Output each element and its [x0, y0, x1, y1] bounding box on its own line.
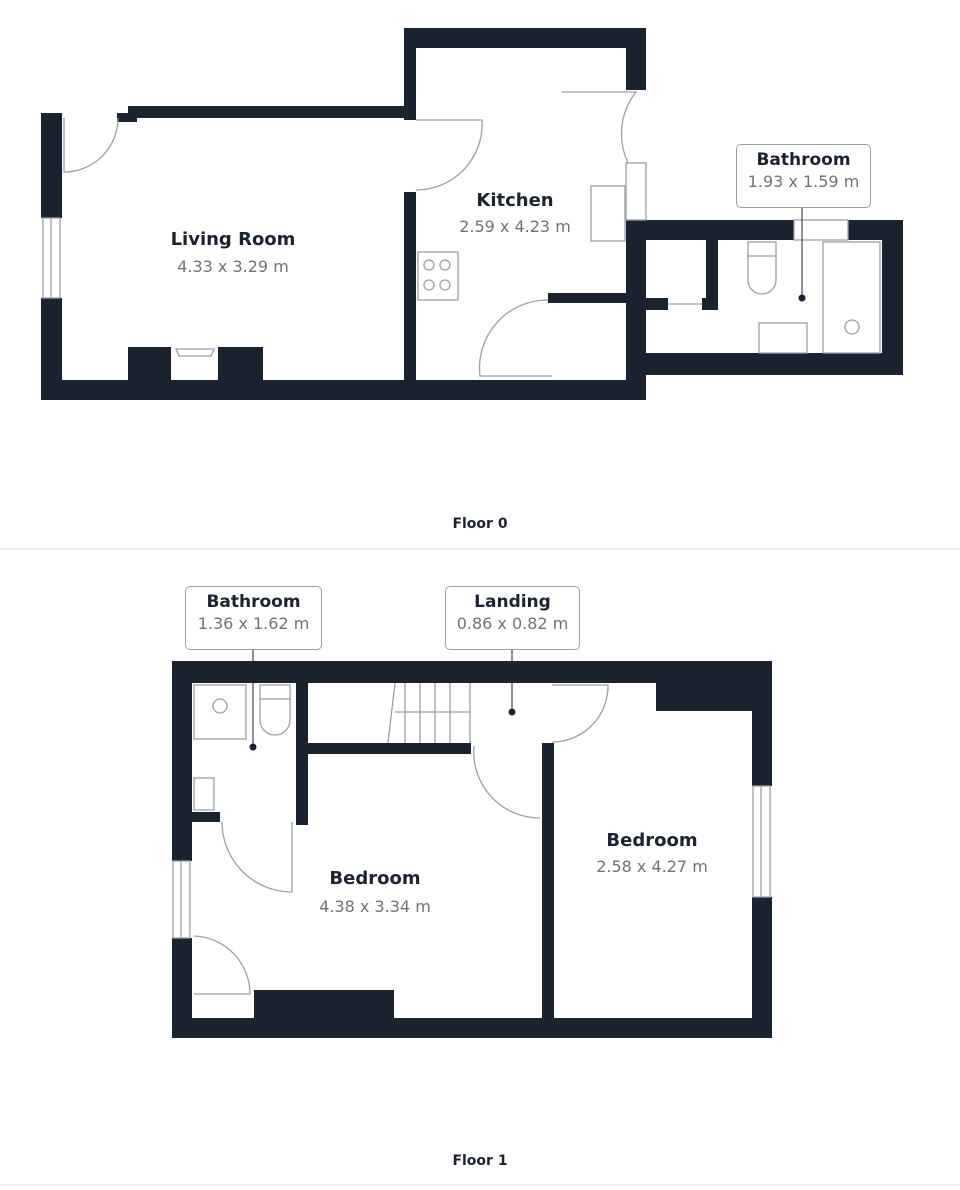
- room-name: Living Room: [170, 229, 296, 250]
- room-dimensions: 0.86 x 0.82 m: [456, 614, 569, 633]
- fixtures: [42, 91, 881, 377]
- landing-callout: Landing 0.86 x 0.82 m: [445, 586, 580, 650]
- room-dimensions: 4.38 x 3.34 m: [319, 897, 431, 916]
- measure-markers: [798, 207, 806, 302]
- room-name: Bathroom: [206, 592, 301, 612]
- floor-0-plan: [41, 28, 903, 400]
- bathroom-callout: Bathroom 1.93 x 1.59 m: [736, 144, 871, 208]
- room-name: Bedroom: [606, 830, 698, 851]
- room-name: Bedroom: [329, 868, 421, 889]
- bathroom-callout: Bathroom 1.36 x 1.62 m: [185, 586, 322, 650]
- room-dimensions: 4.33 x 3.29 m: [177, 257, 289, 276]
- room-name: Kitchen: [476, 190, 554, 211]
- walls: [172, 661, 772, 1038]
- room-name: Landing: [474, 592, 551, 612]
- room-dimensions: 2.58 x 4.27 m: [596, 857, 708, 876]
- room-name: Bathroom: [756, 150, 851, 170]
- floor-1-label: Floor 1: [452, 1153, 508, 1169]
- floor-divider: [0, 548, 960, 550]
- room-dimensions: 1.36 x 1.62 m: [197, 614, 310, 633]
- floor-divider: [0, 1184, 960, 1186]
- fixtures: [172, 682, 771, 995]
- room-dimensions: 2.59 x 4.23 m: [459, 217, 571, 236]
- room-dimensions: 1.93 x 1.59 m: [747, 172, 860, 191]
- walls: [41, 28, 903, 400]
- floor-0-label: Floor 0: [452, 516, 508, 532]
